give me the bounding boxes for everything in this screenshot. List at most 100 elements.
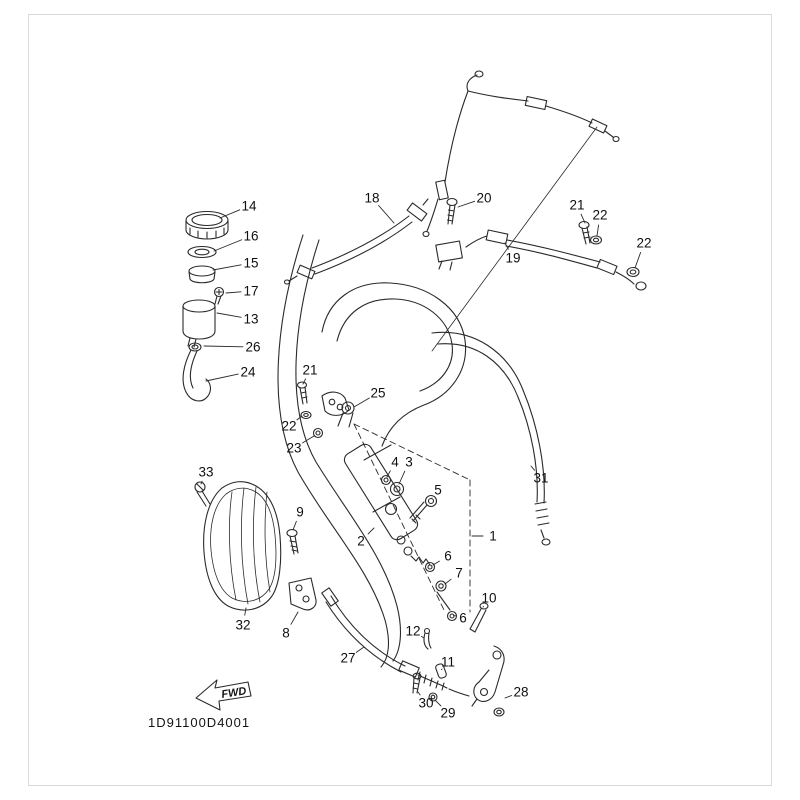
bolt-30-drawing — [412, 672, 422, 694]
piston-parts-drawing — [396, 535, 431, 566]
callout-leader — [444, 578, 452, 585]
nut-23-drawing — [312, 427, 324, 439]
callout-label-31[interactable]: 31 — [533, 471, 548, 486]
cap-plate-16-drawing — [187, 245, 217, 259]
callout-label-28[interactable]: 28 — [513, 685, 528, 700]
callout-label-15[interactable]: 15 — [243, 256, 258, 271]
callout-label-30[interactable]: 30 — [418, 696, 433, 711]
clevis-25-drawing — [337, 401, 355, 428]
callout-label-8[interactable]: 8 — [282, 626, 290, 641]
reservoir-cap-drawing — [185, 210, 229, 240]
fwd-arrow: FWD — [195, 679, 252, 711]
callout-leader — [504, 242, 509, 250]
callout-label-6[interactable]: 6 — [459, 611, 467, 626]
clevis-pin-10-drawing — [469, 602, 489, 633]
washer-6a-drawing — [424, 561, 436, 573]
callout-label-18[interactable]: 18 — [364, 191, 379, 206]
rear-hose-19-drawing — [465, 229, 635, 285]
callout-leader — [212, 264, 242, 271]
callout-leader — [504, 695, 513, 699]
part-7-drawing — [435, 580, 451, 611]
callout-leader — [200, 480, 203, 485]
callout-leader — [452, 614, 457, 617]
callout-label-9[interactable]: 9 — [296, 505, 304, 520]
callout-label-25[interactable]: 25 — [370, 386, 385, 401]
callout-label-3[interactable]: 3 — [405, 455, 413, 470]
assembly-1-boundary — [353, 423, 471, 613]
cylinder-bracket-drawing — [321, 391, 350, 416]
upper-cable-drawing — [283, 198, 429, 285]
callout-label-23[interactable]: 23 — [286, 441, 301, 456]
callout-label-21[interactable]: 21 — [569, 198, 584, 213]
switch-connector-drawing — [435, 240, 463, 271]
hose-clamp-26-drawing — [188, 342, 202, 352]
cable-housing-sweep-drawing — [277, 234, 402, 668]
bolt-20-drawing — [446, 197, 458, 225]
cable-31-drawing — [431, 331, 551, 546]
callout-leader — [386, 470, 391, 478]
callout-label-11[interactable]: 11 — [441, 655, 455, 670]
callout-label-6[interactable]: 6 — [444, 549, 452, 564]
callout-label-14[interactable]: 14 — [241, 199, 257, 214]
callout-label-4[interactable]: 4 — [391, 455, 399, 470]
callout-label-12[interactable]: 12 — [405, 624, 420, 639]
reservoir-hose-24-drawing — [182, 349, 211, 402]
callout-label-32[interactable]: 32 — [235, 618, 250, 633]
callout-leader — [353, 397, 370, 408]
callout-label-27[interactable]: 27 — [340, 651, 355, 666]
callout-leader — [432, 560, 440, 566]
callout-label-19[interactable]: 19 — [505, 251, 520, 266]
callout-label-2[interactable]: 2 — [357, 534, 365, 549]
callout-label-10[interactable]: 10 — [481, 591, 496, 606]
callout-leader — [203, 345, 244, 348]
callout-leader — [302, 378, 306, 385]
screw-17-drawing — [213, 286, 225, 305]
callout-label-24[interactable]: 24 — [240, 365, 256, 380]
lower-hose-27-drawing — [321, 587, 470, 697]
ring-29-drawing — [428, 692, 438, 702]
callout-leader — [367, 527, 375, 535]
diaphragm-15-drawing — [188, 265, 216, 284]
callout-leader — [398, 470, 406, 485]
reservoir-tank-13-drawing — [182, 299, 216, 348]
callout-label-13[interactable]: 13 — [243, 312, 258, 327]
heat-guard-32-drawing — [203, 481, 282, 611]
fwd-label: FWD — [221, 685, 248, 701]
callout-leader — [420, 635, 425, 639]
bolt-5-drawing — [409, 494, 438, 524]
lever-28-drawing — [471, 645, 505, 717]
callout-leader — [290, 611, 299, 625]
callout-label-22[interactable]: 22 — [636, 236, 651, 251]
callout-label-26[interactable]: 26 — [245, 340, 260, 355]
callout-leader — [216, 312, 242, 318]
top-brake-hose-drawing — [422, 70, 620, 352]
washer-22-far-right-drawing — [626, 266, 647, 291]
callout-label-21[interactable]: 21 — [302, 363, 317, 378]
cotter-pin-12-drawing — [423, 627, 432, 650]
callout-label-33[interactable]: 33 — [198, 465, 213, 480]
callout-label-20[interactable]: 20 — [476, 191, 491, 206]
callout-leader — [219, 209, 241, 219]
bracket-8-drawing — [288, 577, 317, 611]
callout-leader — [417, 691, 421, 696]
callout-leader — [634, 251, 642, 269]
callout-leader — [205, 373, 239, 382]
callout-label-5[interactable]: 5 — [434, 483, 442, 498]
callout-leader — [441, 668, 443, 671]
callout-leader — [457, 200, 476, 208]
washer-22-right-drawing — [589, 235, 603, 245]
callout-label-22[interactable]: 22 — [592, 208, 607, 223]
callout-label-16[interactable]: 16 — [243, 229, 258, 244]
callout-label-1[interactable]: 1 — [489, 529, 497, 544]
bolt-21-left-drawing — [296, 381, 308, 405]
callout-label-17[interactable]: 17 — [243, 284, 258, 299]
callout-label-29[interactable]: 29 — [440, 706, 455, 721]
callout-leader — [378, 205, 395, 224]
bolt-21-right-drawing — [578, 220, 591, 245]
callout-label-22[interactable]: 22 — [281, 419, 296, 434]
callout-leader — [225, 291, 242, 294]
callout-label-7[interactable]: 7 — [455, 566, 463, 581]
callout-leader — [530, 465, 536, 471]
